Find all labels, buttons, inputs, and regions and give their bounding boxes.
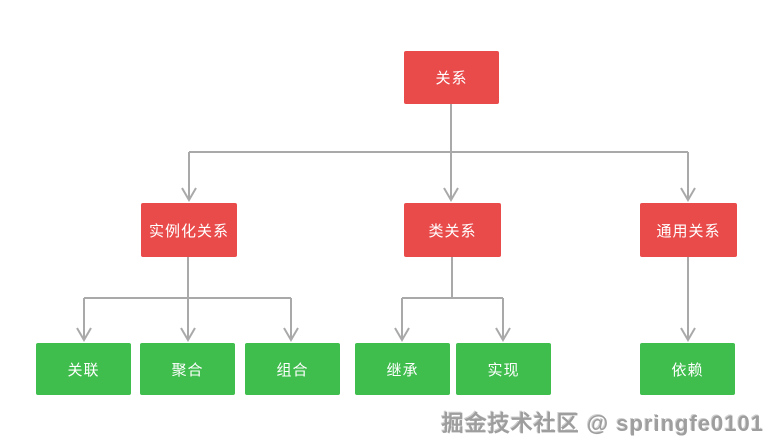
- node-composition: 组合: [245, 343, 340, 395]
- node-relationship: 关系: [404, 51, 499, 104]
- node-inheritance: 继承: [355, 343, 450, 395]
- node-aggregation: 聚合: [140, 343, 235, 395]
- node-general-relationship: 通用关系: [640, 203, 737, 257]
- node-dependency: 依赖: [640, 343, 735, 395]
- watermark-text: 掘金技术社区 @ springfe0101: [441, 411, 764, 436]
- node-realization: 实现: [456, 343, 551, 395]
- node-association: 关联: [36, 343, 131, 395]
- node-instantiation-relationship: 实例化关系: [141, 203, 237, 257]
- node-class-relationship: 类关系: [404, 203, 501, 257]
